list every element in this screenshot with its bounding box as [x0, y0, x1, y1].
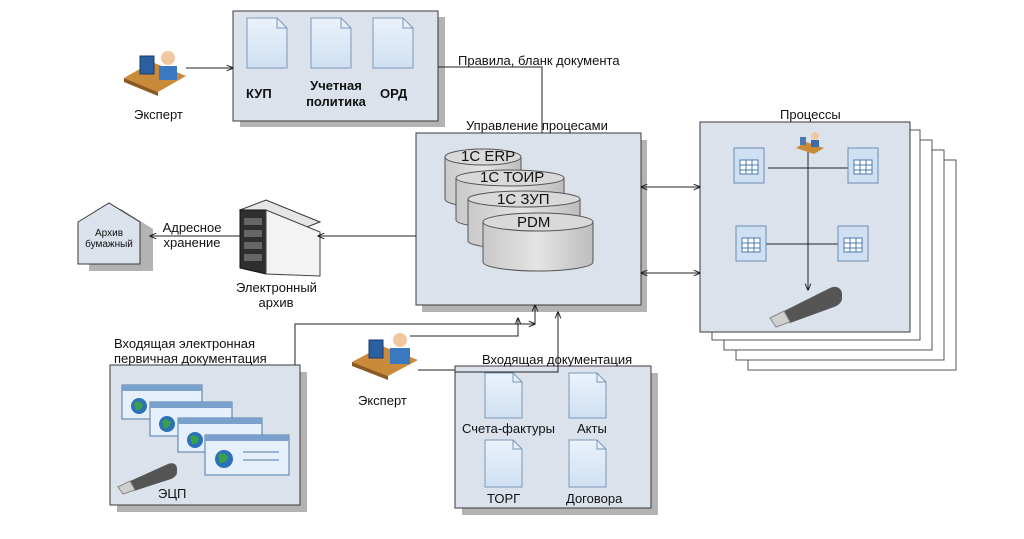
doc-icon-acts: [568, 372, 607, 419]
user-icon-processes: [796, 132, 824, 154]
doc-icon-policy: [310, 17, 352, 69]
server-icon: [238, 199, 322, 277]
doc-label-contracts: Договора: [566, 491, 623, 506]
incoming-electronic-title: Входящая электронная первичная документа…: [114, 336, 267, 366]
spreadsheet-icon-3: [735, 225, 767, 262]
db-label-erp: 1С ERP: [461, 148, 516, 165]
spreadsheet-icon-1: [733, 147, 765, 184]
db-label-toir: 1С ТОИР: [480, 169, 545, 186]
expert-icon-bottom: [352, 333, 418, 380]
connectors: [150, 67, 700, 373]
doc-icon-invoices: [484, 372, 523, 419]
paper-archive-house: [77, 202, 153, 271]
processes-title: Процессы: [780, 107, 841, 122]
doc-icon-ord: [372, 17, 414, 69]
paper-archive-label: Архив бумажный: [85, 228, 133, 250]
database-stack: [444, 148, 594, 272]
expert-icon-top: [124, 51, 186, 96]
rules-label: Правила, бланк документа: [458, 53, 620, 68]
spreadsheet-icon-4: [837, 225, 869, 262]
expert-bottom-label: Эксперт: [358, 393, 407, 408]
doc-label-invoices: Счета-фактуры: [462, 421, 555, 436]
db-label-pdm: PDM: [517, 214, 551, 231]
policy-doc-ord-label: ОРД: [380, 86, 408, 101]
expert-top-label: Эксперт: [134, 107, 183, 122]
browser-window-icon-4: [204, 434, 290, 476]
doc-icon-torg: [484, 439, 523, 488]
e-archive-label: Электронный архив: [236, 280, 317, 310]
ecp-label: ЭЦП: [158, 486, 187, 501]
usb-drive-icon-ecp: [117, 463, 177, 495]
usb-drive-icon-processes: [769, 286, 842, 328]
doc-label-torg: ТОРГ: [487, 491, 521, 506]
doc-icon-kup: [246, 17, 288, 69]
db-cylinder-pdm: [482, 212, 594, 272]
process-flow-lines: [766, 150, 848, 290]
policy-doc-kup-label: КУП: [246, 86, 272, 101]
incoming-docs-title: Входящая документация: [482, 352, 633, 367]
db-label-zup: 1С ЗУП: [497, 191, 550, 208]
doc-label-acts: Акты: [577, 421, 607, 436]
doc-icon-contracts: [568, 439, 607, 488]
address-storage-label: Адресное хранение: [162, 220, 222, 250]
process-mgmt-title: Управление процесами: [466, 118, 608, 133]
spreadsheet-icon-2: [847, 147, 879, 184]
processes-stack: [699, 121, 957, 371]
policy-doc-policy-label: Учетная политика: [306, 78, 366, 109]
